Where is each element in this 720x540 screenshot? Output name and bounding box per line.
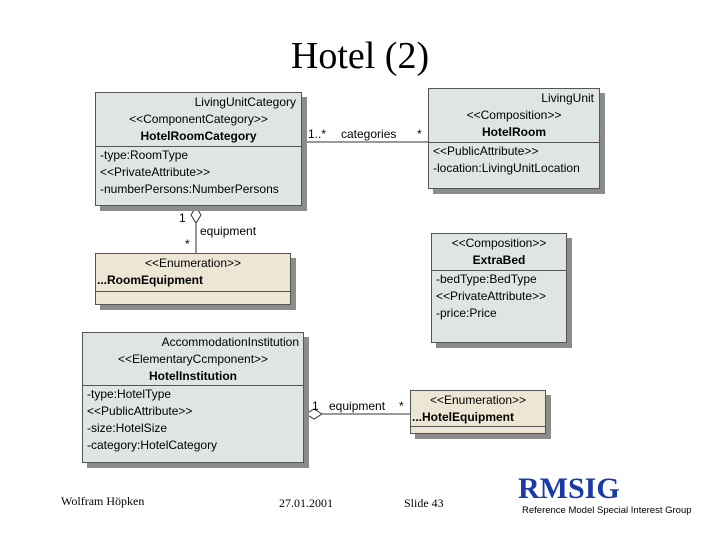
attribute: -type:RoomType — [100, 148, 189, 162]
association-name-label: equipment — [200, 224, 257, 238]
class-name-line: LivingUnitCategory — [194, 95, 296, 109]
class-name: ...HotelEquipment — [412, 410, 514, 424]
class-extra-bed[interactable]: <<Composition>> ExtraBed -bedType:BedTyp… — [431, 233, 567, 343]
attribute: -size:HotelSize — [87, 421, 168, 435]
enum-hotel-equipment[interactable]: <<Enumeration>> ...HotelEquipment — [410, 390, 546, 434]
attribute: -numberPersons:NumberPersons — [100, 182, 279, 196]
class-stereotype: <<Enumeration>> — [429, 393, 527, 407]
class-stereotype: <<Enumeration>> — [144, 256, 242, 270]
class-attributes: <<PublicAttribute>> -location:LivingUnit… — [429, 143, 599, 177]
room-equipment-aggregation-diamond — [190, 206, 202, 224]
class-header: <<Enumeration>> ...HotelEquipment — [411, 391, 545, 427]
attribute: -location:LivingUnitLocation — [433, 161, 580, 175]
multiplicity-label: 1 — [179, 211, 186, 225]
class-header: <<Composition>> ExtraBed — [432, 234, 566, 271]
multiplicity-label: 1 — [312, 399, 319, 413]
class-attributes: -type:RoomType <<PrivateAttribute>> -num… — [96, 147, 301, 198]
attribute: -type:HotelType — [87, 387, 172, 401]
attribute-stereotype: <<PrivateAttribute>> — [436, 289, 547, 303]
attribute-stereotype: <<PublicAttribute>> — [433, 144, 539, 158]
footer-author: Wolfram Höpken — [61, 494, 145, 508]
class-hotel-room-category[interactable]: LivingUnitCategory <<ComponentCategory>>… — [95, 92, 302, 206]
enum-room-equipment[interactable]: <<Enumeration>> ...RoomEquipment — [95, 253, 291, 305]
association-name-label: categories — [341, 127, 397, 141]
attribute-stereotype: <<PrivateAttribute>> — [100, 165, 211, 179]
class-name: ...RoomEquipment — [97, 273, 203, 287]
multiplicity-label: * — [417, 127, 422, 141]
slide-title: Hotel (2) — [290, 35, 430, 77]
multiplicity-label: 1..* — [308, 127, 327, 141]
class-name: HotelRoom — [482, 125, 546, 139]
class-header: <<Enumeration>> ...RoomEquipment — [96, 254, 290, 292]
class-stereotype: <<Composition>> — [451, 236, 547, 250]
hotel-equipment-aggregation-diamond — [305, 408, 323, 420]
attribute: -bedType:BedType — [436, 272, 537, 286]
multiplicity-label: * — [399, 399, 404, 413]
class-stereotype: <<ComponentCategory>> — [129, 112, 268, 126]
rmsig-logo: RMSIG — [518, 472, 620, 505]
class-hotel-room[interactable]: LivingUnit <<Composition>> HotelRoom <<P… — [428, 88, 600, 189]
class-hotel-institution[interactable]: AccommodationInstitution <<ElementaryCcm… — [82, 332, 304, 463]
class-attributes: -bedType:BedType <<PrivateAttribute>> -p… — [432, 271, 566, 322]
class-header: LivingUnit <<Composition>> HotelRoom — [429, 89, 599, 143]
class-name: HotelInstitution — [149, 369, 237, 383]
class-header: AccommodationInstitution <<ElementaryCcm… — [83, 333, 303, 386]
class-stereotype: <<Composition>> — [466, 108, 562, 122]
multiplicity-label: * — [185, 237, 190, 251]
class-name-line: LivingUnit — [541, 91, 594, 105]
class-attributes: -type:HotelType <<PublicAttribute>> -siz… — [83, 386, 303, 454]
logo-subtitle: Reference Model Special Interest Group — [522, 505, 692, 516]
class-name: HotelRoomCategory — [140, 129, 257, 143]
attribute-stereotype: <<PublicAttribute>> — [87, 404, 193, 418]
class-name: ExtraBed — [472, 253, 526, 267]
class-header: LivingUnitCategory <<ComponentCategory>>… — [96, 93, 301, 147]
footer-slide-number: Slide 43 — [404, 496, 444, 510]
class-stereotype: <<ElementaryCcmponent>> — [117, 352, 269, 366]
attribute: -category:HotelCategory — [87, 438, 218, 452]
association-name-label: equipment — [329, 399, 386, 413]
footer-date: 27.01.2001 — [279, 496, 333, 510]
attribute: -price:Price — [436, 306, 497, 320]
class-name-line: AccommodationInstitution — [161, 335, 299, 349]
